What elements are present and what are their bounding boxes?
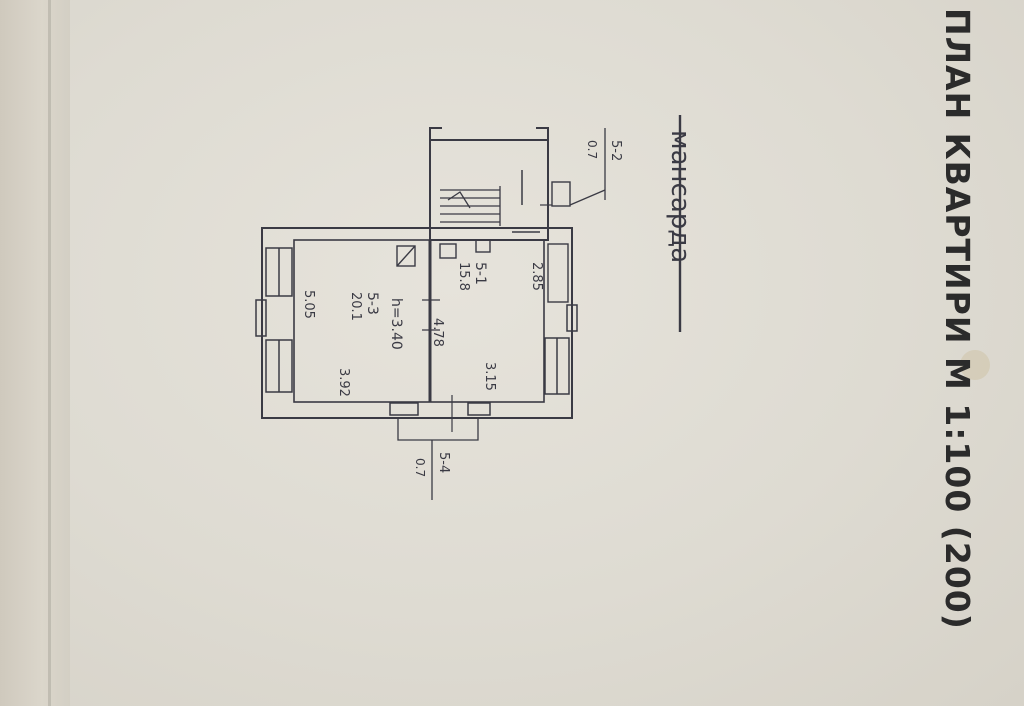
staircase-icon <box>440 186 501 226</box>
paper-sheet <box>70 0 1024 706</box>
outer-wall <box>261 227 573 419</box>
entry-connectors <box>397 128 606 500</box>
room-2-id: 5-3 <box>364 292 380 315</box>
entry-bottom-size: 0.7 <box>413 458 427 477</box>
room-1-depth: 2.85 <box>529 262 544 291</box>
entry-top-size: 0.7 <box>585 140 599 159</box>
room-1-area: 15.8 <box>456 262 471 291</box>
floor-label: мансарда <box>665 130 695 263</box>
paper-fold <box>48 0 51 706</box>
paper-edge <box>0 0 70 706</box>
room-1-width: 3.15 <box>482 362 497 391</box>
fixtures <box>396 181 571 303</box>
room-2-depth: 5.05 <box>301 290 316 319</box>
paper-stain <box>960 350 990 380</box>
room-2-area: 20.1 <box>348 292 363 321</box>
partition-length: 4.78 <box>430 318 445 347</box>
room-2-height: h=3.40 <box>388 298 404 350</box>
room-1-id: 5-1 <box>472 262 488 285</box>
room-2-width: 3.92 <box>336 368 351 397</box>
inner-wall <box>293 239 545 403</box>
windows <box>255 247 578 416</box>
entry-top-id: 5-2 <box>608 140 623 161</box>
entry-bottom-id: 5-4 <box>436 452 451 473</box>
